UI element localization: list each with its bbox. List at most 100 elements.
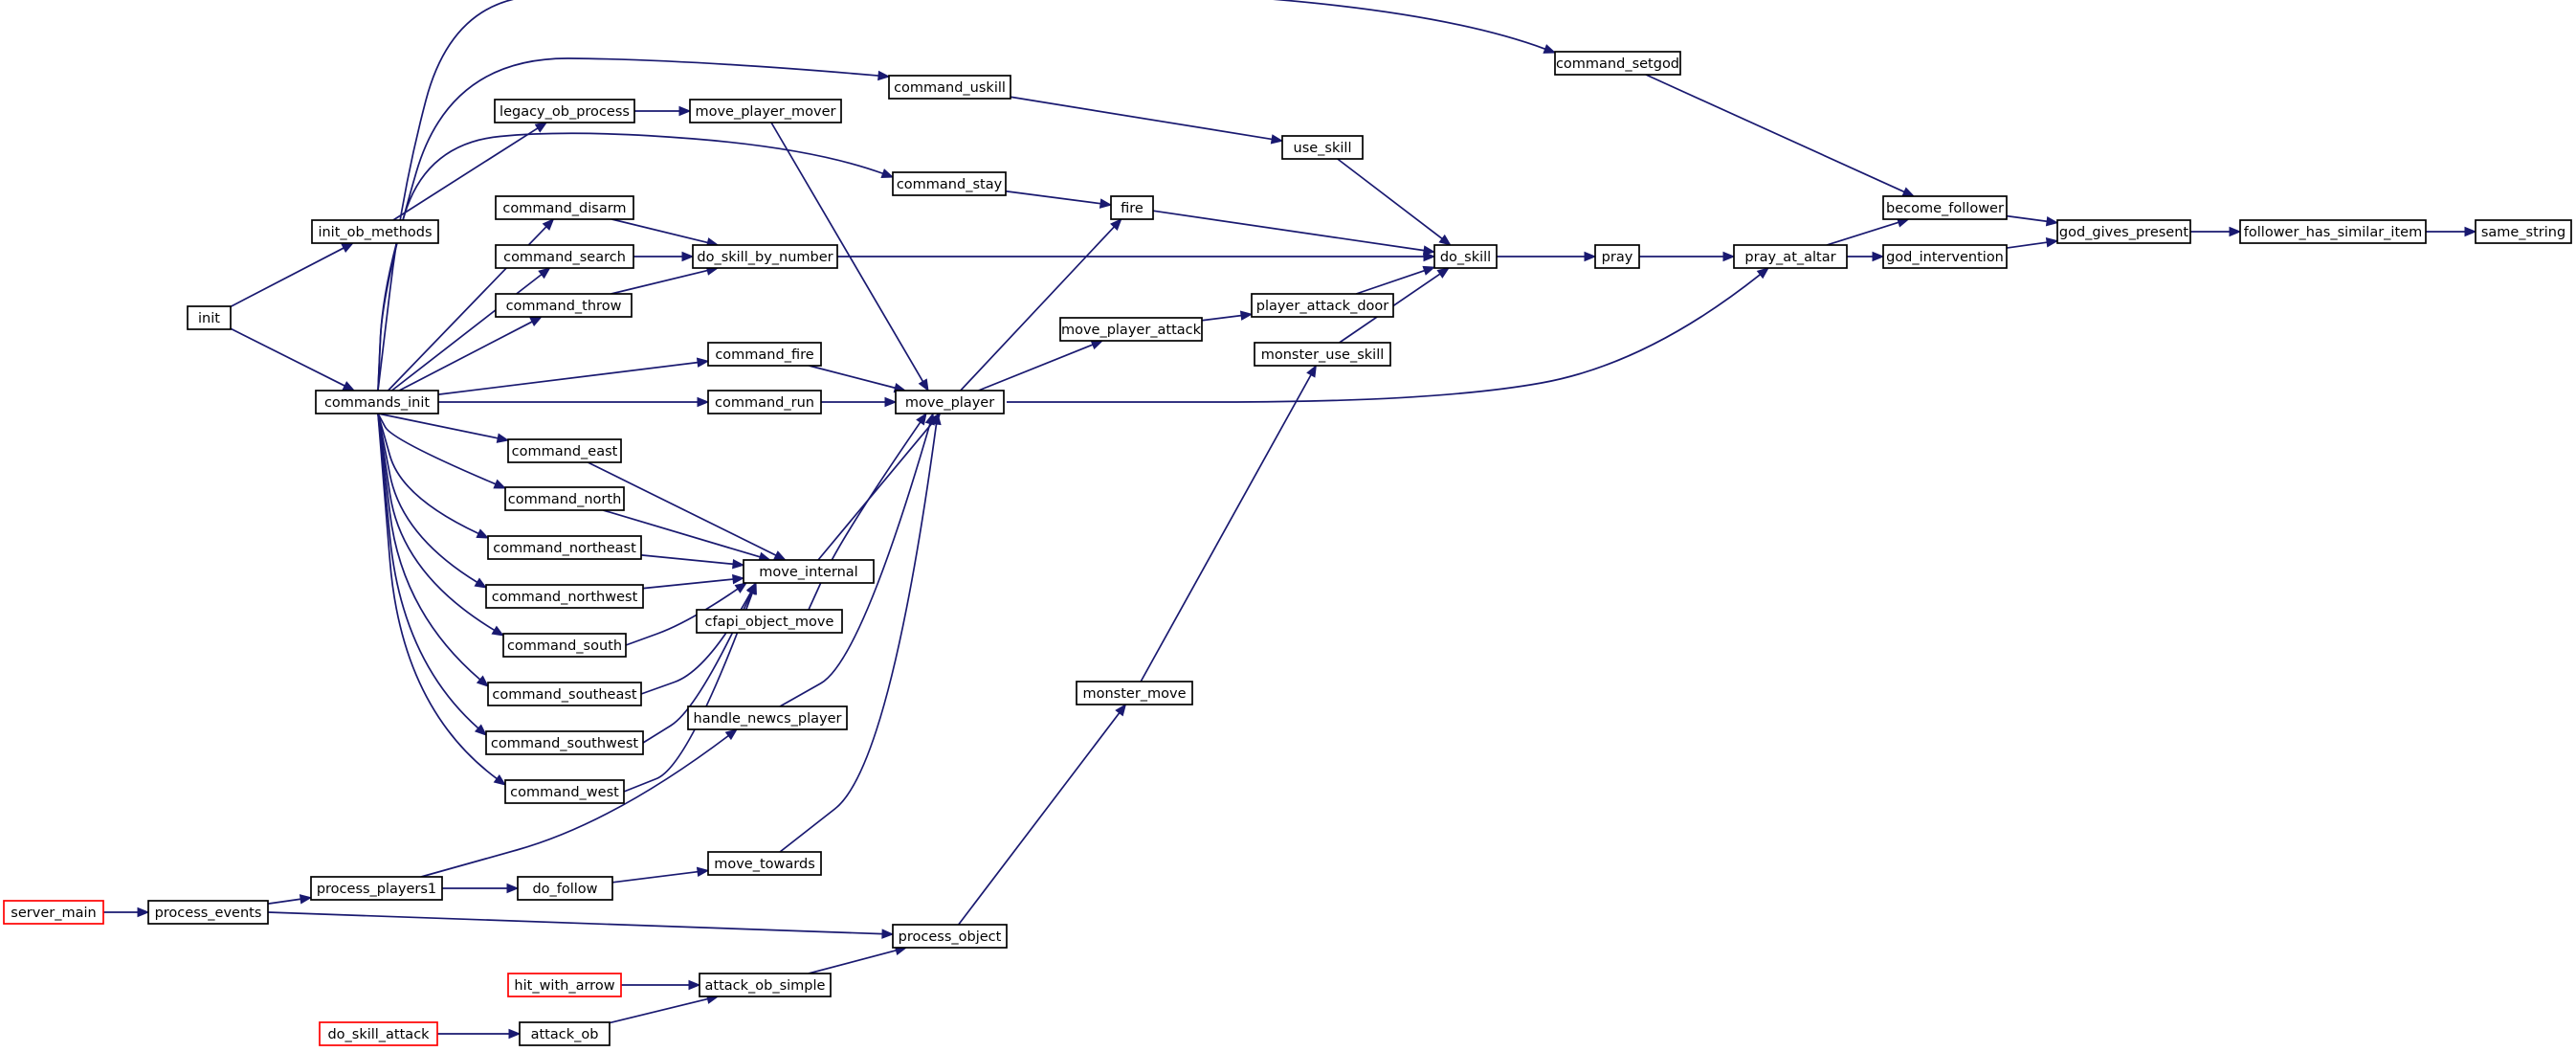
edge-move_player-move_player_mover [770, 122, 929, 392]
edge-arrowhead [1722, 251, 1736, 262]
node-command_setgod[interactable]: command_setgod [1554, 51, 1681, 76]
node-do_follow[interactable]: do_follow [517, 876, 613, 901]
edge-monster_move-process_object [957, 703, 1127, 926]
node-become_follower[interactable]: become_follower [1882, 195, 2008, 220]
node-command_northeast[interactable]: command_northeast [487, 535, 642, 560]
node-fire[interactable]: fire [1110, 195, 1154, 220]
node-god_gives_present[interactable]: god_gives_present [2056, 219, 2191, 244]
node-label: process_players1 [317, 882, 436, 897]
node-box [696, 609, 843, 634]
node-handle_newcs_player[interactable]: handle_newcs_player [687, 705, 848, 730]
edge-use_skill-command_uskill [1010, 96, 1284, 145]
node-move_towards[interactable]: move_towards [707, 851, 822, 876]
edge-attack_ob_simple-attack_ob [609, 994, 720, 1024]
node-label: command_southeast [492, 687, 636, 703]
edge-arrowhead [1099, 198, 1113, 209]
node-do_skill_by_number[interactable]: do_skill_by_number [692, 244, 838, 269]
node-god_intervention[interactable]: god_intervention [1882, 244, 2008, 269]
node-pray[interactable]: pray [1594, 244, 1640, 269]
node-command_throw[interactable]: command_throw [495, 293, 633, 318]
node-box [687, 705, 848, 730]
node-legacy_ob_process[interactable]: legacy_ob_process [494, 99, 635, 123]
node-command_south[interactable]: command_south [502, 633, 627, 658]
node-label: server_main [11, 906, 96, 921]
edge-move_internal-command_south [625, 582, 748, 646]
node-command_fire[interactable]: command_fire [707, 342, 822, 367]
edge-arrowhead [2464, 226, 2477, 237]
node-box [895, 390, 1005, 414]
edge-arrowhead [476, 528, 490, 539]
edge-arrowhead [1115, 703, 1127, 717]
edge-line [1201, 314, 1242, 322]
node-init[interactable]: init [187, 305, 232, 330]
edge-same_string-follower_has_similar_item [2426, 226, 2477, 237]
edge-do_skill_by_number-command_disarm [611, 218, 720, 248]
node-command_run[interactable]: command_run [707, 390, 822, 414]
node-label: do_skill [1440, 250, 1491, 265]
node-box [487, 535, 642, 560]
node-move_internal[interactable]: move_internal [743, 559, 875, 584]
node-move_player[interactable]: move_player [895, 390, 1005, 414]
node-command_uskill[interactable]: command_uskill [888, 75, 1011, 100]
node-pray_at_altar[interactable]: pray_at_altar [1733, 244, 1848, 269]
node-use_skill[interactable]: use_skill [1281, 135, 1364, 160]
node-move_player_attack[interactable]: move_player_attack [1059, 317, 1203, 342]
edge-arrowhead [724, 728, 739, 741]
node-hit_with_arrow[interactable]: hit_with_arrow [507, 973, 622, 997]
edge-move_player_mover-legacy_ob_process [634, 105, 692, 117]
edge-arrowhead [342, 381, 356, 392]
node-player_attack_door[interactable]: player_attack_door [1251, 293, 1394, 318]
edge-commands_init-init [230, 327, 356, 392]
edge-arrowhead [732, 558, 745, 570]
node-command_north[interactable]: command_north [504, 486, 625, 511]
node-label: command_west [510, 785, 619, 800]
node-do_skill_attack[interactable]: do_skill_attack [319, 1021, 438, 1046]
edge-arrowhead [931, 412, 942, 426]
edge-arrowhead [1584, 251, 1597, 262]
node-same_string[interactable]: same_string [2475, 219, 2572, 244]
edge-do_skill-fire [1152, 210, 1436, 256]
node-box [1882, 244, 2008, 269]
node-monster_use_skill[interactable]: monster_use_skill [1254, 342, 1391, 367]
node-command_east[interactable]: command_east [507, 438, 622, 463]
node-label: attack_ob [531, 1027, 599, 1042]
edge-arrowhead [1090, 340, 1104, 350]
edge-arrowhead [734, 582, 748, 593]
edge-process_object-attack_ob_simple [808, 945, 908, 974]
node-server_main[interactable]: server_main [3, 900, 104, 925]
node-process_events[interactable]: process_events [147, 900, 269, 925]
node-command_west[interactable]: command_west [504, 779, 625, 804]
edge-arrowhead [1423, 251, 1436, 262]
node-command_southeast[interactable]: command_southeast [487, 682, 642, 706]
edge-line [377, 413, 479, 535]
edge-line [377, 132, 883, 392]
node-cfapi_object_move[interactable]: cfapi_object_move [696, 609, 843, 634]
node-commands_init[interactable]: commands_init [315, 390, 439, 414]
node-command_stay[interactable]: command_stay [892, 171, 1007, 196]
node-monster_move[interactable]: monster_move [1076, 681, 1193, 705]
node-command_northwest[interactable]: command_northwest [485, 584, 644, 609]
node-init_ob_methods[interactable]: init_ob_methods [311, 219, 439, 244]
node-do_skill[interactable]: do_skill [1433, 244, 1498, 269]
node-command_disarm[interactable]: command_disarm [495, 195, 634, 220]
node-attack_ob_simple[interactable]: attack_ob_simple [699, 973, 832, 997]
edge-arrowhead [2045, 215, 2059, 227]
node-label: fire [1121, 201, 1144, 216]
node-command_search[interactable]: command_search [495, 244, 634, 269]
nodes-layer: same_string follower_has_similar_item god_… [3, 51, 2572, 1046]
node-box [1594, 244, 1640, 269]
edge-line [398, 321, 533, 392]
node-process_players1[interactable]: process_players1 [310, 876, 443, 901]
edge-arrowhead [732, 573, 745, 585]
node-command_southwest[interactable]: command_southwest [485, 730, 644, 755]
edge-move_player_attack-move_player [978, 340, 1104, 392]
node-follower_has_similar_item[interactable]: follower_has_similar_item [2239, 219, 2427, 244]
node-label: move_player [905, 395, 994, 411]
node-box [707, 851, 822, 876]
edge-arrowhead [1110, 218, 1122, 231]
edge-line [437, 361, 699, 395]
node-move_player_mover[interactable]: move_player_mover [689, 99, 842, 123]
node-process_object[interactable]: process_object [892, 924, 1008, 949]
edge-do_skill_by_number-command_throw [611, 265, 720, 295]
node-attack_ob[interactable]: attack_ob [519, 1021, 611, 1046]
